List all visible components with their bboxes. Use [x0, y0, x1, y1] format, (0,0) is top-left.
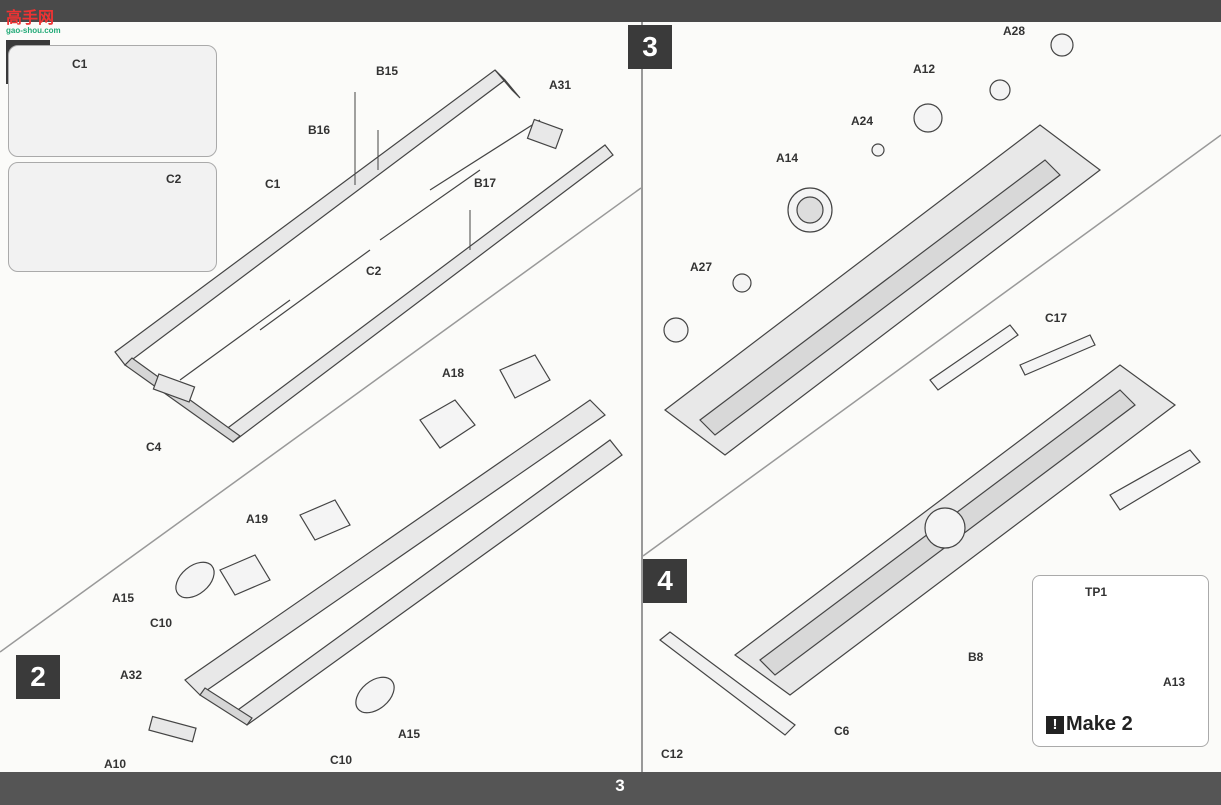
part-label: B15: [376, 64, 399, 78]
part-label: A24: [851, 114, 874, 128]
part-label: C1: [265, 177, 281, 191]
part-label: C2: [166, 172, 182, 186]
part-label: A31: [549, 78, 572, 92]
part-label: A15: [112, 591, 135, 605]
column-divider: [641, 22, 643, 772]
step-3-badge: 3: [628, 25, 672, 69]
step1-inset-bottom: [8, 162, 217, 272]
step-4-badge: 4: [643, 559, 687, 603]
part-label: A19: [246, 512, 269, 526]
part-label: B17: [474, 176, 497, 190]
part-label: C4: [146, 440, 162, 454]
part-label: C10: [330, 753, 353, 767]
step-separator-right: [642, 134, 1221, 557]
top-bar: [0, 0, 1221, 22]
step4-frame: [659, 364, 1201, 736]
part-label: A10: [104, 757, 127, 771]
step-2-badge: 2: [16, 655, 60, 699]
part-label: A27: [690, 260, 713, 274]
part-label: B8: [968, 650, 984, 664]
part-label: A14: [776, 151, 799, 165]
step-separator-left: [0, 187, 642, 653]
part-label: A12: [913, 62, 936, 76]
part-label: A15: [398, 727, 421, 741]
part-label: C2: [366, 264, 382, 278]
part-label: B16: [308, 123, 331, 137]
part-label: C17: [1045, 311, 1068, 325]
step2-frame: [148, 354, 623, 743]
part-label: A32: [120, 668, 143, 682]
part-label: C12: [661, 747, 684, 761]
step3-frame: [663, 33, 1101, 456]
part-label: C6: [834, 724, 850, 738]
part-label: C10: [150, 616, 173, 630]
part-label: C1: [72, 57, 88, 71]
part-label: TP1: [1085, 585, 1108, 599]
bottom-bar: [0, 772, 1221, 805]
make-two-note: !Make 2: [1046, 713, 1133, 736]
step1-frame: [114, 69, 614, 443]
page-number: 3: [615, 776, 625, 795]
warning-icon: !: [1046, 716, 1064, 734]
step1-inset-top: [8, 45, 217, 157]
part-label: A13: [1163, 675, 1186, 689]
part-label: A28: [1003, 24, 1026, 38]
part-label: A18: [442, 366, 465, 380]
